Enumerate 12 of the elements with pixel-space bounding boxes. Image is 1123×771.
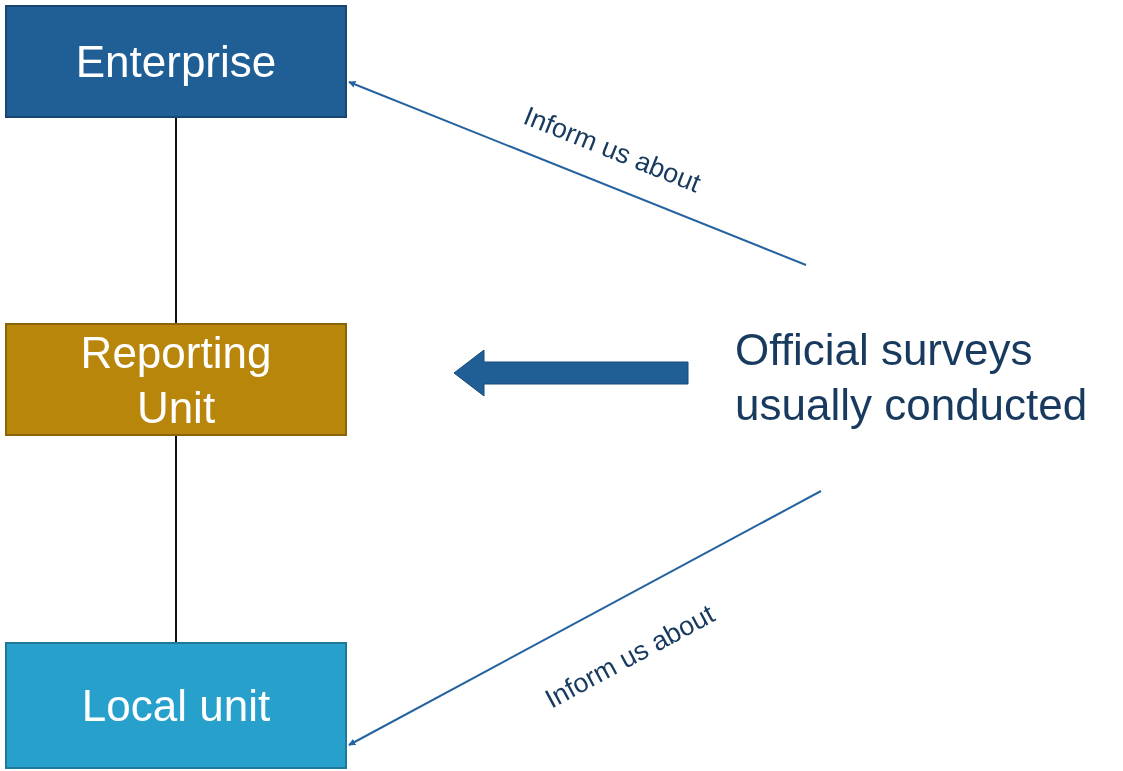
arrow — [348, 81, 807, 266]
block-arrow — [453, 349, 689, 397]
connector-line — [175, 435, 177, 643]
arrow — [348, 490, 822, 746]
unit-box — [5, 323, 347, 436]
node-label: Enterprise — [75, 36, 277, 88]
unit-box — [5, 5, 347, 118]
connector-line — [175, 117, 177, 324]
node-label: Official surveys usually conducted — [735, 324, 1089, 431]
unit-box — [5, 642, 347, 769]
node-label: Local unit — [81, 680, 271, 732]
node-label: Reporting Unit — [79, 326, 273, 434]
